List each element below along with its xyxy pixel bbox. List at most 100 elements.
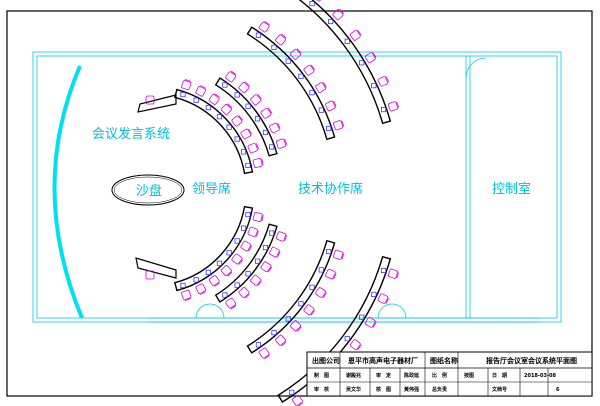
tb-cell: 黄伟强 [404,386,419,393]
chair [260,107,272,119]
microphone-unit [205,105,211,111]
chair [252,212,263,222]
room-walls [32,51,562,323]
microphone-unit [193,97,199,103]
chair [195,283,206,295]
microphone-unit [328,18,334,25]
chair-back [214,93,220,98]
chair [269,122,280,134]
chair [269,246,280,258]
chair [325,268,336,280]
drawing-name-label: 图纸名称 [430,356,458,365]
tb-cell: 审 核 [314,386,329,393]
chair-back [333,100,337,107]
chair-back [200,291,206,295]
chair-back [248,245,253,252]
seating-row [173,79,264,175]
chair [315,82,326,93]
seating-row [246,20,345,141]
chair-back [341,120,345,127]
chair-back [261,158,264,165]
microphone-unit [326,125,332,132]
microphone-unit [245,271,251,277]
chair-back [184,79,191,82]
table-band [298,0,392,125]
chair-back [284,235,288,242]
chair [333,249,344,260]
chair-back [385,76,390,83]
chair [260,261,272,273]
microphone-unit [255,258,261,264]
chair [364,52,376,63]
microphone-unit [318,107,324,113]
chair [238,82,250,93]
microphone-unit [234,238,240,244]
microphone-unit [262,129,268,135]
chair [238,287,250,298]
microphone-unit [380,107,387,113]
microphone-unit [245,211,251,218]
chair [225,71,237,83]
chair [292,395,303,406]
microphone-unit [245,103,251,109]
chair [364,317,376,328]
microphone-unit [326,248,332,255]
projection-screen [52,65,84,319]
chair-back [264,20,270,25]
chair-back [310,310,316,316]
chair-back [284,138,288,145]
chair [258,347,270,359]
microphone-unit [344,336,350,342]
chair [349,339,361,351]
microphone-unit [271,330,277,336]
chair [195,85,206,97]
chair [377,76,389,87]
microphone-unit [245,162,251,169]
chair [145,95,155,105]
seating-row [246,239,345,360]
microphone-unit [318,267,324,273]
chair [325,100,336,112]
chair-back [372,52,377,58]
microphone-unit [269,144,275,150]
chair [220,265,232,277]
chair-back [257,280,262,287]
microphone-unit [359,314,365,320]
chair-back [200,85,206,89]
chair-back [310,64,316,70]
chair [275,138,287,149]
leader-table [135,79,264,301]
table-band [173,88,254,175]
microphone-unit [289,389,295,395]
microphone-unit [255,32,261,38]
chair-back [255,230,259,237]
microphone-unit [180,91,186,98]
chair [145,270,155,280]
chair-back [214,282,220,287]
chair [387,101,399,112]
table-band [277,255,392,403]
microphone-unit [240,225,247,231]
tb-cell: 6 [556,387,560,393]
microphone-unit [222,292,228,298]
chair-back [296,326,302,332]
chair [275,334,286,346]
chair-back [238,115,244,121]
chair [208,94,220,105]
chair [332,9,344,21]
chair-back [184,298,191,301]
microphone-unit [309,90,315,96]
chair-back [322,82,327,88]
chair-back [230,70,237,75]
chair [258,21,270,33]
microphone-unit [298,73,304,79]
table-band [214,77,278,157]
seating-row [298,0,400,125]
chair [181,289,192,300]
chair-back [268,107,273,114]
tb-cell: 按图 [464,372,474,379]
microphone-unit [180,282,186,289]
microphone-unit [240,149,247,155]
tech-seats-label: 技术协作席 [298,181,363,197]
